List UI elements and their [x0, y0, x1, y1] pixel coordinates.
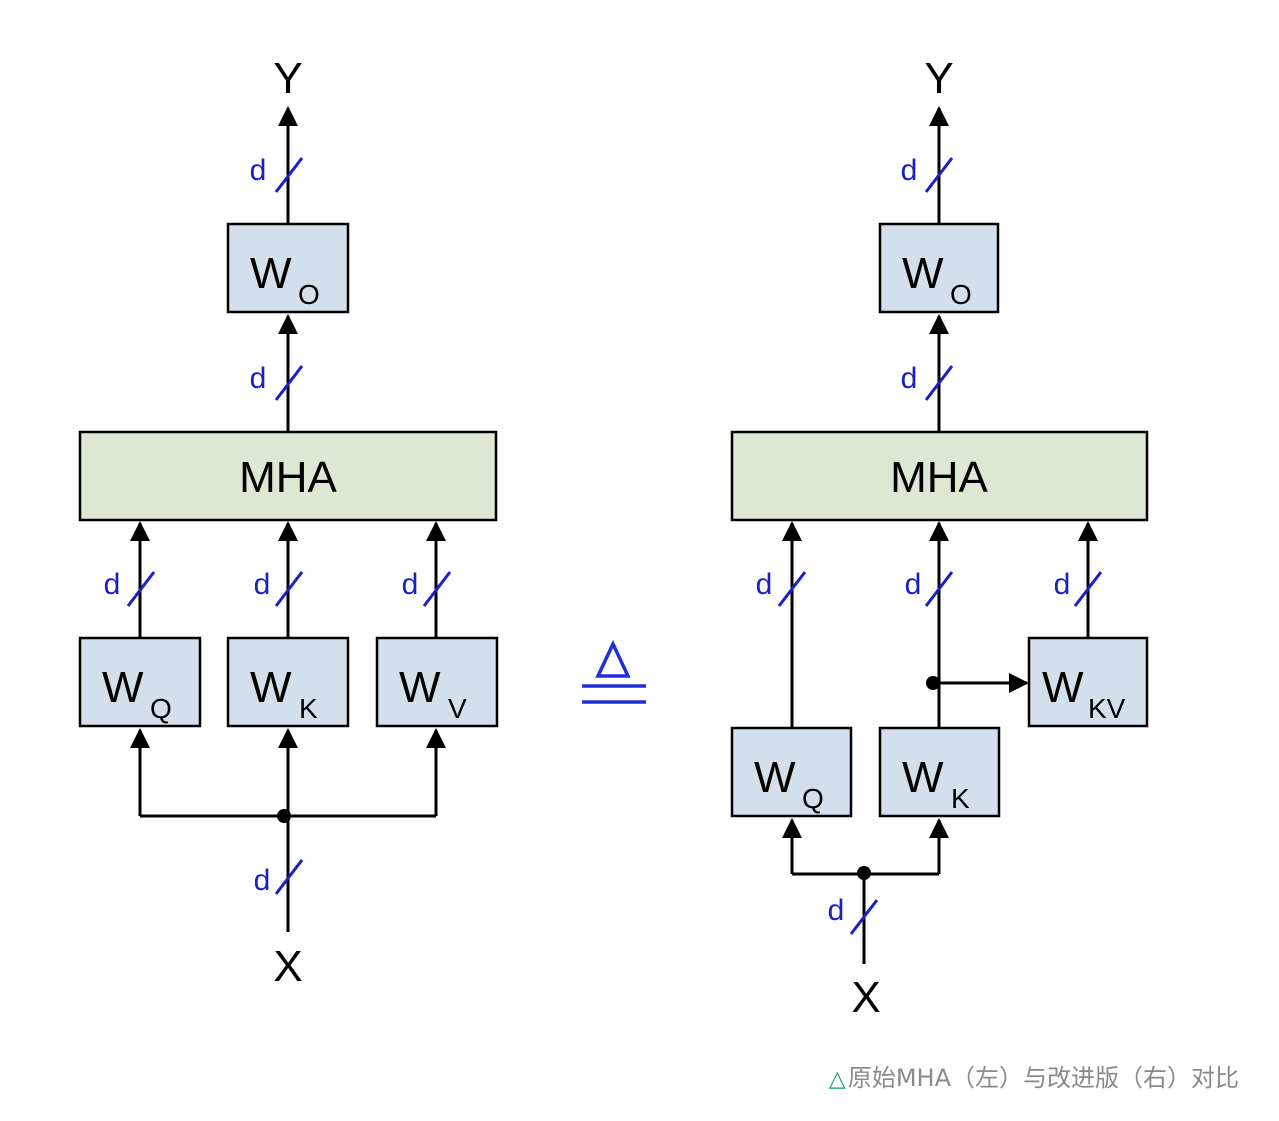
left-wq-box	[78, 636, 202, 728]
caption-triangle-icon: △	[828, 1067, 846, 1092]
right-wk-sub: K	[951, 783, 970, 814]
left-slash-y	[274, 157, 304, 193]
left-wo-sub: O	[298, 279, 320, 310]
right-mha-box	[730, 430, 1149, 522]
left-mha-box	[78, 430, 498, 522]
right-dim-labels: d d d d d d	[756, 154, 1071, 927]
right-slash-q	[777, 571, 807, 607]
right-wo-box	[878, 222, 1000, 314]
right-slash-x	[849, 899, 879, 935]
right-wq-main: W	[754, 753, 796, 802]
right-split-dot	[857, 866, 871, 880]
left-dim-label-q: d	[104, 568, 121, 601]
right-dim-label-x: d	[828, 894, 845, 927]
left-slash-k	[274, 571, 304, 607]
right-dim-label-wo: d	[901, 362, 918, 395]
left-output-label: Y	[273, 54, 302, 103]
right-input-label: X	[851, 973, 880, 1022]
right-mha-label: MHA	[890, 453, 988, 502]
right-slash-kv	[1073, 571, 1103, 607]
left-dim-labels: d d d d d d	[104, 154, 419, 897]
right-dim-slashes	[777, 157, 1103, 935]
right-wkv-box	[1027, 636, 1149, 728]
left-slash-x	[274, 859, 304, 895]
right-output-label: Y	[924, 54, 953, 103]
figure-caption: △原始MHA（左）与改进版（右）对比	[829, 1058, 1239, 1093]
left-slash-v	[422, 571, 452, 607]
right-slash-y	[924, 157, 954, 193]
left-box-labels: Y X MHA W O W Q W K W V	[102, 54, 467, 991]
right-wk-branch-dot	[926, 676, 940, 690]
left-dim-label-v: d	[402, 568, 419, 601]
left-slash-wo	[274, 365, 304, 401]
left-wq-main: W	[102, 663, 144, 712]
left-dim-slashes	[126, 157, 452, 895]
left-wq-sub: Q	[150, 693, 172, 724]
left-wv-main: W	[399, 663, 441, 712]
equiv-symbol	[582, 639, 646, 704]
left-split-dot	[277, 809, 291, 823]
right-dim-label-y: d	[901, 154, 918, 187]
left-mha-label: MHA	[239, 453, 337, 502]
right-wq-sub: Q	[802, 783, 824, 814]
left-dim-label-y: d	[250, 154, 267, 187]
left-wv-box	[375, 636, 499, 728]
left-wv-sub: V	[448, 693, 467, 724]
right-wk-box	[878, 726, 1001, 818]
right-wkv-main: W	[1042, 663, 1084, 712]
right-wkv-sub: KV	[1088, 693, 1126, 724]
right-wo-sub: O	[950, 279, 972, 310]
left-slash-q	[126, 571, 156, 607]
left-wk-main: W	[250, 663, 292, 712]
left-dim-label-k: d	[254, 568, 271, 601]
right-dim-label-q: d	[756, 568, 773, 601]
left-dim-label-x: d	[254, 864, 271, 897]
left-input-label: X	[273, 942, 302, 991]
left-wk-box	[226, 636, 350, 728]
right-dim-label-k: d	[905, 568, 922, 601]
right-box-labels: Y X MHA W O W KV W Q W K	[754, 54, 1126, 1022]
right-wk-main: W	[902, 753, 944, 802]
right-slash-k	[924, 571, 954, 607]
right-dim-label-kv: d	[1054, 568, 1071, 601]
right-slash-wo	[924, 365, 954, 401]
right-wq-box	[730, 726, 853, 818]
left-wo-box	[226, 222, 350, 314]
right-wo-main: W	[902, 249, 944, 298]
left-wo-main: W	[250, 249, 292, 298]
equiv-triangle	[595, 639, 631, 678]
left-wk-sub: K	[299, 693, 318, 724]
left-dim-label-wo: d	[250, 362, 267, 395]
caption-text: 原始MHA（左）与改进版（右）对比	[847, 1064, 1239, 1092]
